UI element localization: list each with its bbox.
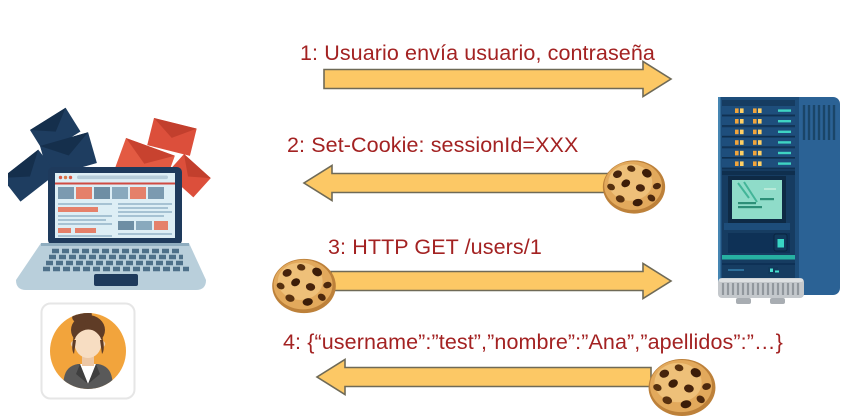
message-2-label: 2: Set-Cookie: sessionId=XXX [287,133,579,157]
arrow-left-icon [302,164,639,202]
message-1-label: 1: Usuario envía usuario, contraseña [300,41,655,65]
arrow-right-icon [330,262,673,300]
laptop-emails-icon [8,107,211,290]
message-3-label: 3: HTTP GET /users/1 [328,235,542,259]
cookie-icon [646,357,718,418]
envelope-icon [147,118,197,156]
message-4-label: 4: {“username”:”test”,”nombre”:”Ana”,”ap… [283,330,783,354]
envelope-icon [30,107,81,154]
arrow-left-icon [315,358,652,396]
arrow-right-icon [323,60,673,98]
cookie-icon [270,257,338,315]
cookie-icon [601,157,667,217]
envelope-icon [40,132,97,177]
envelope-icon [166,154,211,198]
server-tower-icon [718,97,840,304]
woman-avatar-icon [40,302,136,400]
